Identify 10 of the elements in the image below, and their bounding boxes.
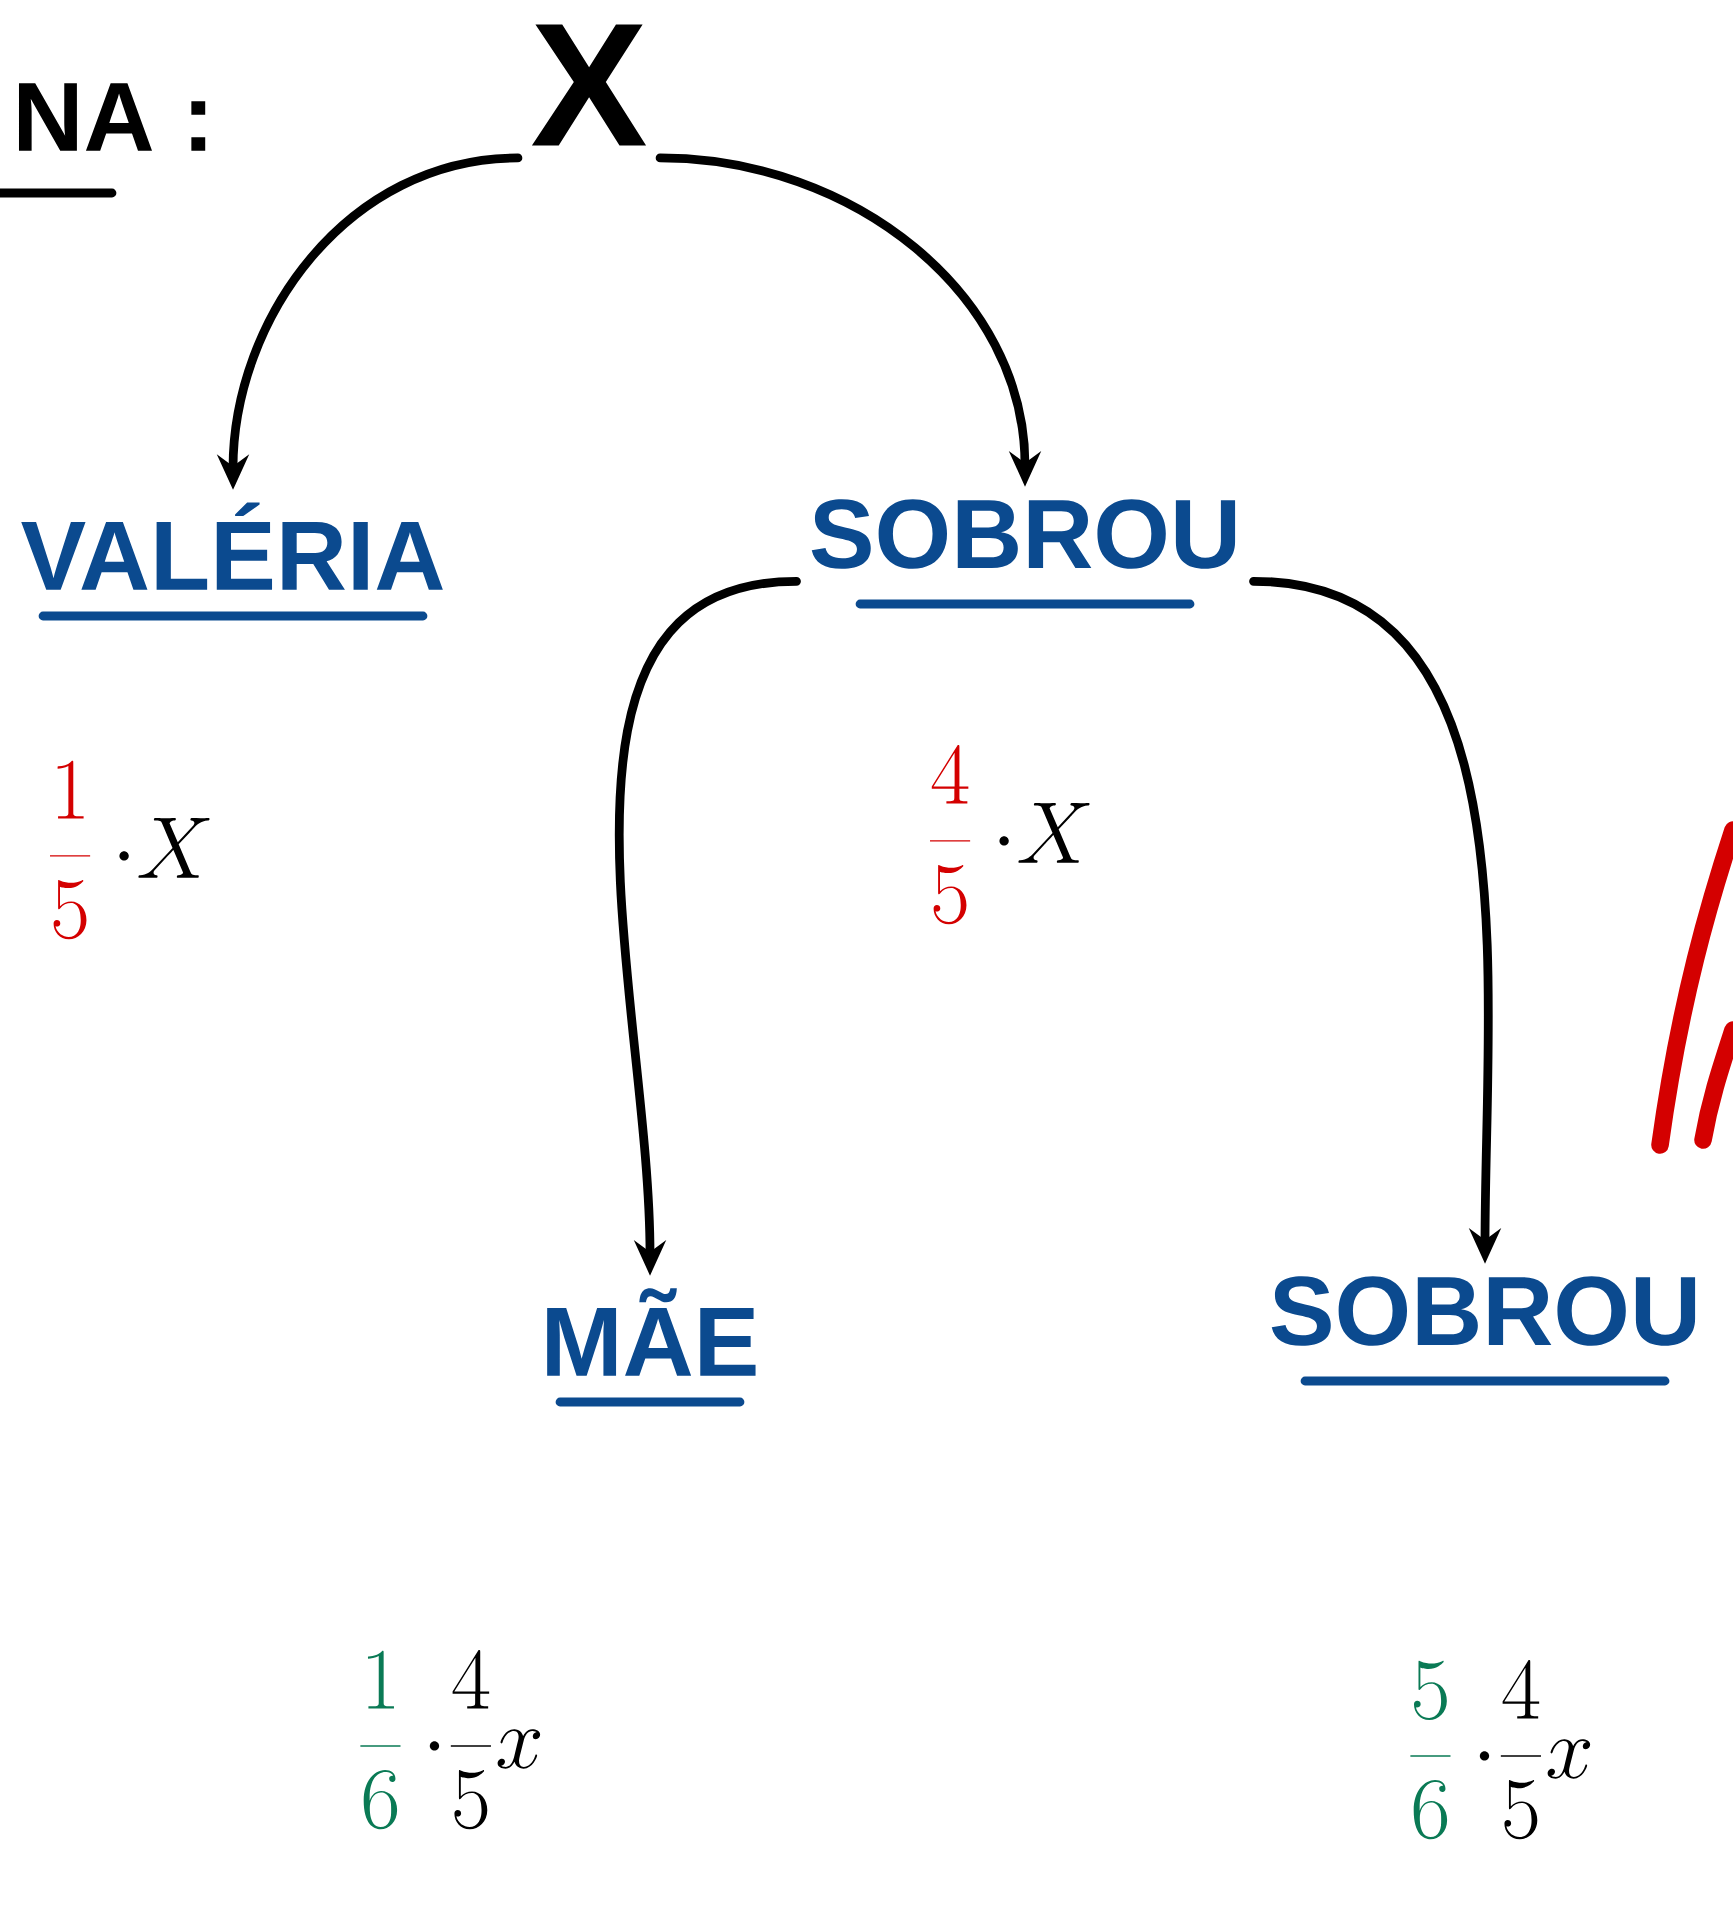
heading-label: NA : [19, 83, 206, 151]
formula: $\frac{1}{5}$ $\cdot X$ [50, 760, 210, 940]
formula: $\frac{1}{6}$ $\cdot \frac{4}{5}x$ [360, 1650, 541, 1830]
heading-label: SOBROU [811, 499, 1236, 569]
heading-label: VALÉRIA [21, 502, 443, 590]
formula: $\frac{4}{5}$ $\cdot X$ [930, 745, 1090, 925]
heading-label: MÃE [547, 1288, 756, 1376]
heading-label: SOBROU [1271, 1276, 1696, 1346]
formula: $\frac{5}{6}$ $\cdot \frac{4}{5}x$ [1410, 1660, 1591, 1840]
variable-label: X [531, 24, 647, 146]
